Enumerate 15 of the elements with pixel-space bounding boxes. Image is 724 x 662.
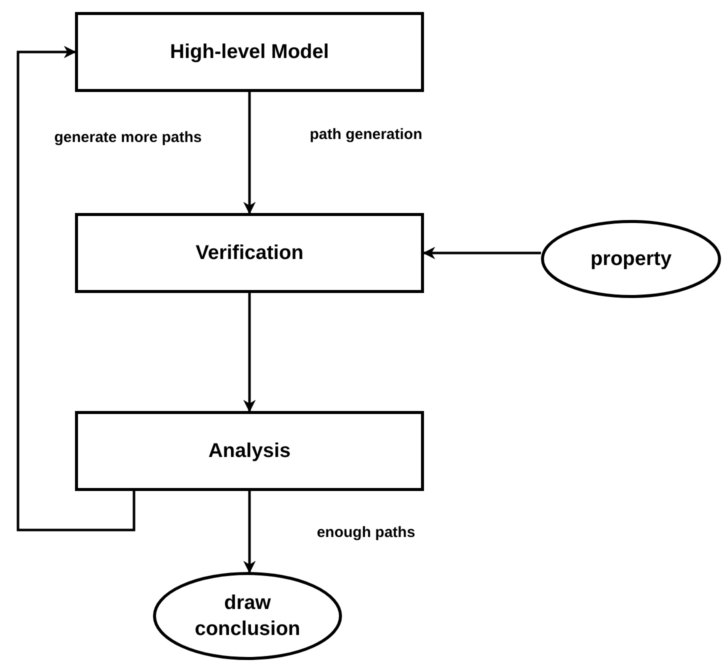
node-label: property (589, 247, 673, 272)
node-label: Verification (196, 242, 304, 264)
terminal-ellipse (153, 572, 342, 660)
process-box (75, 411, 424, 491)
process-box (75, 12, 424, 92)
node-label: High-level Model (170, 40, 329, 64)
arrow (243, 293, 256, 412)
arrow (243, 92, 256, 214)
process-box (75, 213, 424, 293)
node-label: draw conclusion (194, 591, 302, 642)
arrow (422, 246, 541, 260)
terminal-ellipse (541, 220, 721, 298)
node-label: Analysis (208, 440, 291, 462)
arrow (16, 46, 136, 532)
arrow (243, 491, 256, 574)
